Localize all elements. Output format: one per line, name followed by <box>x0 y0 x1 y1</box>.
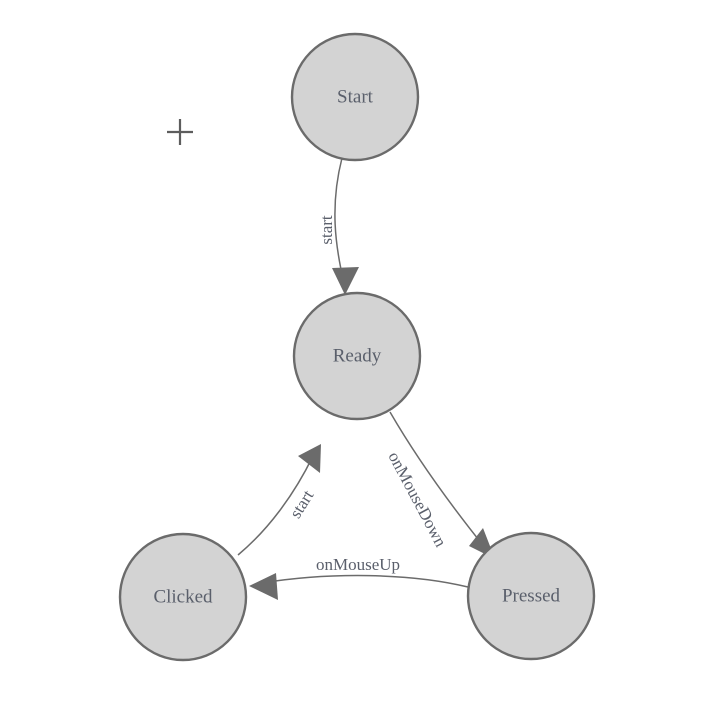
node-ready-circle <box>292 291 422 421</box>
node-start-circle <box>290 32 420 162</box>
edge-clicked-to-ready-path <box>237 455 314 556</box>
edge-label-pressed-to-clicked: onMouseUp <box>316 555 400 574</box>
edge-start-to-ready[interactable]: start <box>317 157 359 295</box>
node-start-label: Start <box>337 86 374 107</box>
edge-label-start-to-ready: start <box>317 215 336 245</box>
edge-ready-to-pressed-path <box>389 411 487 550</box>
node-pressed[interactable]: Pressed <box>466 531 596 661</box>
edge-pressed-to-clicked[interactable]: onMouseUp <box>249 555 469 600</box>
edge-ready-to-pressed[interactable]: onMouseDown <box>384 411 495 559</box>
plus-marker[interactable] <box>167 119 193 145</box>
edge-label-ready-to-pressed: onMouseDown <box>384 449 450 551</box>
node-clicked-label: Clicked <box>153 586 213 607</box>
node-ready-label: Ready <box>333 345 382 366</box>
node-ready[interactable]: Ready <box>292 291 422 421</box>
edge-pressed-to-clicked-arrowhead <box>249 573 278 600</box>
node-start[interactable]: Start <box>290 32 420 162</box>
edge-start-to-ready-path <box>334 157 345 284</box>
node-clicked-circle <box>118 532 248 662</box>
edge-clicked-to-ready-arrowhead <box>298 444 321 473</box>
node-pressed-label: Pressed <box>502 585 561 606</box>
edge-label-clicked-to-ready: start <box>286 486 318 521</box>
node-clicked[interactable]: Clicked <box>118 532 248 662</box>
node-pressed-circle <box>466 531 596 661</box>
edge-pressed-to-clicked-path <box>261 574 469 588</box>
edge-clicked-to-ready[interactable]: start <box>237 444 321 556</box>
edge-start-to-ready-arrowhead <box>332 267 359 295</box>
